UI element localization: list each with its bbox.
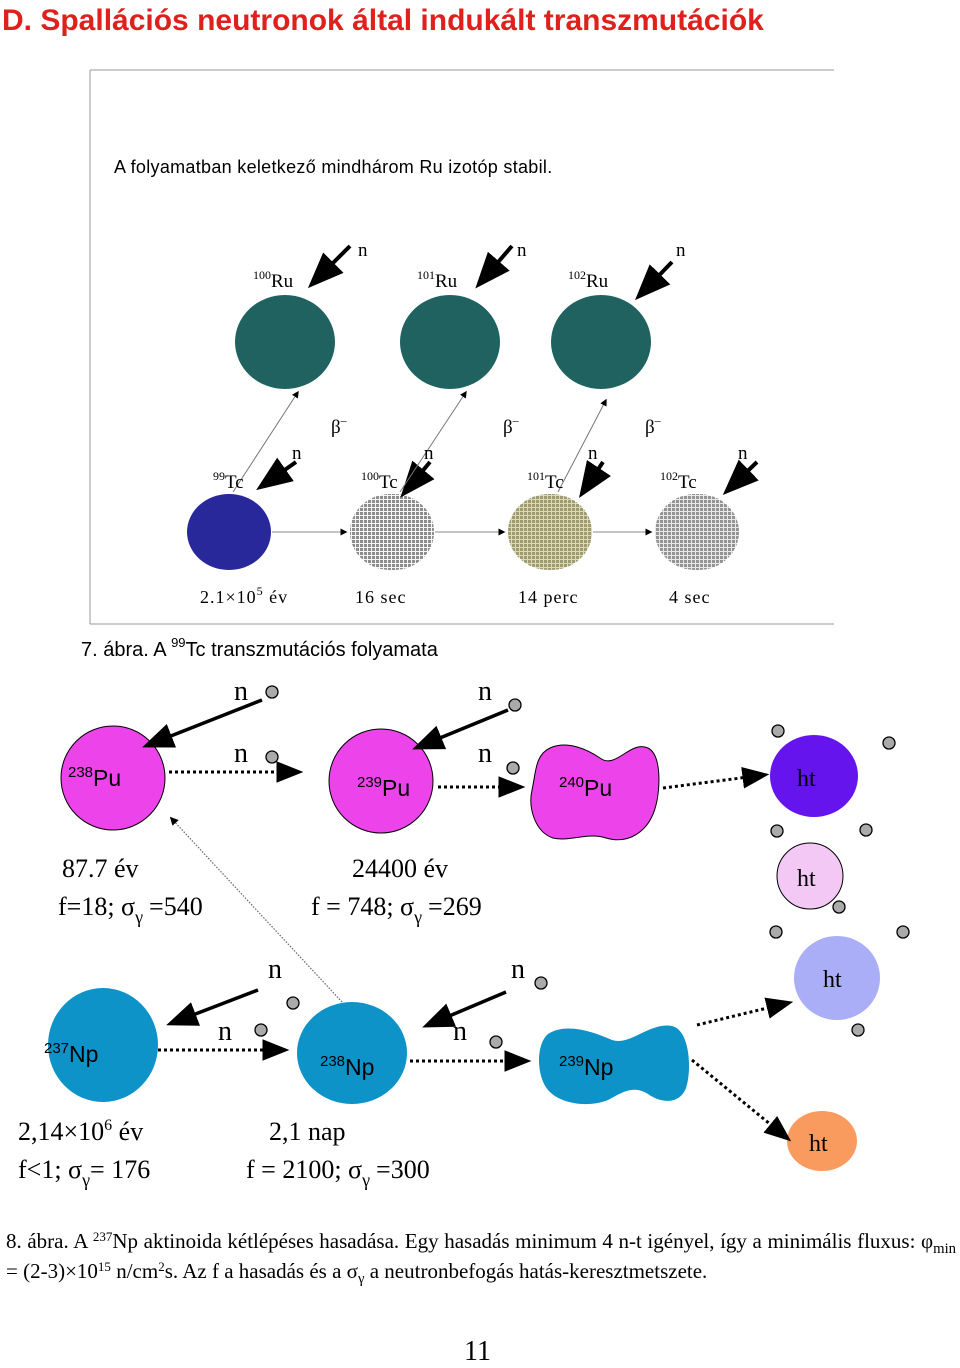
svg-text:102Ru: 102Ru: [568, 268, 609, 292]
fission-fragments: [770, 735, 880, 1171]
n-arrow-ru102: [634, 260, 674, 301]
svg-text:14 perc: 14 perc: [518, 587, 578, 607]
svg-text:2,1 nap: 2,1 nap: [269, 1117, 346, 1146]
fig7-n-labels: n n n n n n n: [292, 240, 748, 464]
fig7-halflives: 2.1×105 év 16 sec 14 perc 4 sec: [200, 584, 710, 607]
svg-text:101Tc: 101Tc: [527, 469, 564, 493]
svg-text:f = 748; σγ=269: f = 748; σγ=269: [311, 892, 482, 927]
svg-text:237Np: 237Np: [44, 1040, 98, 1067]
fig7-caption: 7. ábra. A 99Tc transzmutációs folyamata: [81, 635, 439, 661]
svg-text:β–: β–: [645, 413, 662, 438]
svg-text:f<1; σγ= 176: f<1; σγ= 176: [18, 1155, 150, 1190]
fig8-n-labels: n n n n n n n n: [218, 676, 525, 1047]
fig8-ht-labels: ht ht ht ht: [797, 766, 842, 1157]
ru100-nucleus: [235, 295, 335, 389]
svg-text:β–: β–: [503, 413, 520, 438]
svg-text:n: n: [292, 443, 302, 464]
fig7-note: A folyamatban keletkező mindhárom Ru izo…: [114, 157, 553, 177]
pu238-nucleus: [60, 725, 166, 831]
svg-text:101Ru: 101Ru: [417, 268, 458, 292]
svg-text:24400 év: 24400 év: [352, 854, 448, 883]
ru101-nucleus: [400, 295, 500, 389]
svg-text:n: n: [478, 738, 492, 769]
page-number: 11: [464, 1336, 491, 1367]
page-title: D. Spallációs neutronok által indukált t…: [2, 4, 764, 37]
fig8-neutron-arrows: [142, 698, 509, 1028]
fission-fragment-3: [794, 936, 880, 1020]
svg-text:2.1×105 év: 2.1×105 év: [200, 584, 288, 607]
svg-text:ht: ht: [823, 967, 842, 993]
svg-text:ht: ht: [797, 866, 816, 892]
tc101-texture: [508, 494, 592, 570]
svg-text:n: n: [424, 443, 434, 464]
fission-fragment-4: [787, 1111, 857, 1171]
svg-text:239Pu: 239Pu: [357, 774, 410, 801]
svg-text:n: n: [588, 443, 598, 464]
fig7-tc-labels: 99Tc 100Tc 101Tc 102Tc: [213, 469, 697, 493]
svg-text:238Np: 238Np: [320, 1053, 374, 1080]
svg-text:ht: ht: [797, 766, 816, 792]
fig7-beta-labels: β– β– β–: [331, 413, 662, 438]
svg-text:n: n: [676, 240, 686, 261]
svg-text:n: n: [268, 954, 282, 985]
pu239-nucleus: [328, 728, 434, 834]
svg-text:n: n: [478, 676, 492, 707]
figure7-frame: [89, 69, 834, 625]
svg-text:n: n: [234, 676, 248, 707]
svg-text:f=18; σγ=540: f=18; σγ=540: [58, 892, 203, 927]
n-arrow-tc101: [579, 460, 611, 498]
fission-fragment-1: [770, 735, 858, 817]
n-arrow-ru101: [475, 244, 514, 289]
fig7-neutron-arrows: [256, 244, 759, 498]
n-arrow-tc99: [256, 457, 298, 491]
svg-text:n: n: [358, 240, 368, 261]
fig7-ru-labels: 100Ru 101Ru 102Ru: [253, 268, 609, 292]
svg-text:2,14×106 év: 2,14×106 év: [18, 1117, 143, 1146]
tc-isotopes: [187, 494, 739, 570]
np-isotopes: [48, 988, 690, 1105]
svg-text:239Np: 239Np: [559, 1053, 613, 1080]
ru102-nucleus: [551, 295, 651, 389]
ru-isotopes: [235, 295, 651, 389]
svg-text:100Ru: 100Ru: [253, 268, 294, 292]
n-arrow-tc102: [722, 459, 759, 496]
svg-text:n: n: [517, 240, 527, 261]
svg-text:n: n: [738, 443, 748, 464]
tc102-texture: [655, 494, 739, 570]
svg-text:ht: ht: [809, 1131, 828, 1157]
n-arrow-tc100: [400, 460, 435, 498]
svg-text:n: n: [453, 1016, 467, 1047]
svg-text:n: n: [511, 954, 525, 985]
figure8-caption: 8. ábra. A 237Np aktinoida kétlépéses ha…: [6, 1228, 957, 1288]
svg-text:100Tc: 100Tc: [361, 469, 398, 493]
svg-text:n: n: [234, 738, 248, 769]
pu240-nucleus: [530, 744, 660, 841]
svg-text:f = 2100; σγ=300: f = 2100; σγ=300: [246, 1155, 430, 1190]
svg-text:4 sec: 4 sec: [669, 587, 710, 607]
neutron-balls: [254, 685, 910, 1049]
fission-fragment-2: [776, 842, 844, 910]
tc100-texture: [350, 494, 434, 570]
fig8-isotope-labels: 238Pu 239Pu 240Pu 237Np 238Np 239Np: [44, 764, 613, 1080]
svg-text:240Pu: 240Pu: [559, 774, 612, 801]
fig7-beta-arrows: [232, 390, 607, 493]
n-arrow-ru100: [307, 244, 352, 289]
pu-isotopes: [60, 725, 660, 841]
fig8-dotted-arrows: [158, 761, 794, 1142]
fig8-properties: 87.7 év f=18; σγ=540 24400 év f = 748; σ…: [18, 854, 482, 1190]
svg-text:102Tc: 102Tc: [660, 469, 697, 493]
svg-text:n: n: [218, 1016, 232, 1047]
svg-text:16 sec: 16 sec: [355, 587, 406, 607]
svg-text:238Pu: 238Pu: [68, 764, 121, 791]
np239-nucleus: [539, 1025, 690, 1105]
svg-text:β–: β–: [331, 413, 348, 438]
svg-text:99Tc: 99Tc: [213, 469, 244, 493]
np238-nucleus: [297, 1002, 407, 1104]
svg-text:87.7 év: 87.7 év: [62, 854, 139, 883]
np237-nucleus: [48, 988, 158, 1102]
tc99-nucleus: [187, 494, 271, 570]
